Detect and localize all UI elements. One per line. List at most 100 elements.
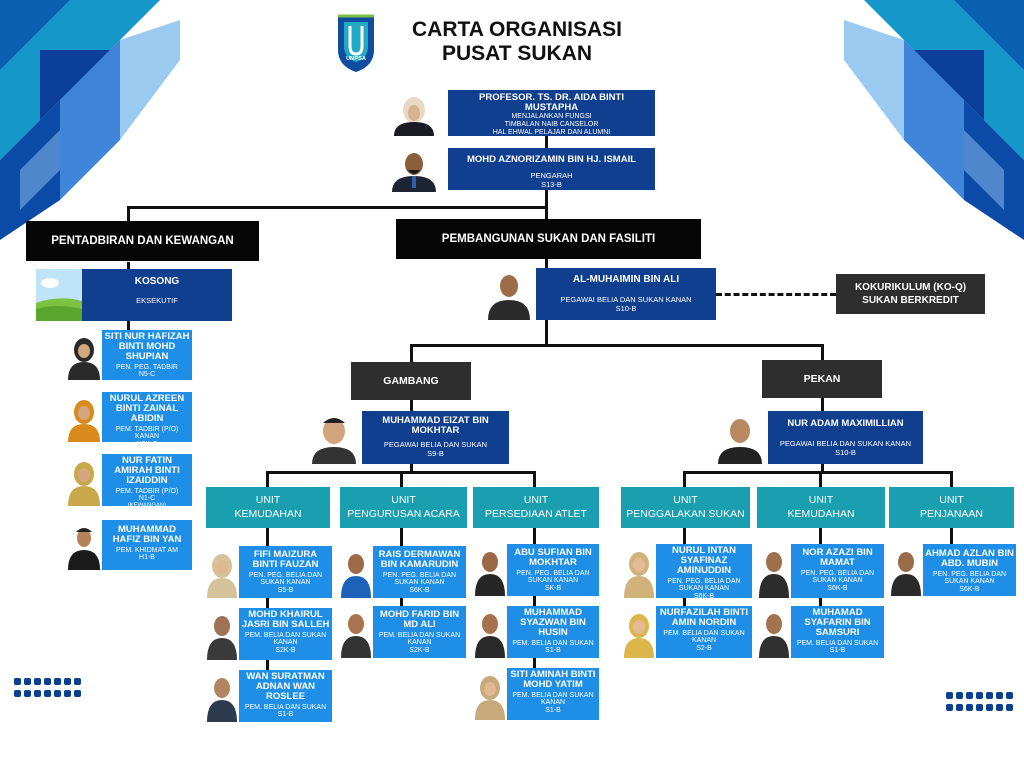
dashed-connector [716,293,836,296]
staff-photo [66,330,102,380]
unit-penggalakan-sukan: UNIT PENGGALAKAN SUKAN [621,487,750,528]
staff-position: PEM. TADBIR (P/O) [115,487,179,495]
connector [410,344,413,362]
staff-photo [473,668,507,720]
staff-name: SITI AMINAH BINTI MOHD YATIM [510,669,596,690]
connector [127,262,130,270]
vacant-position: EKSEKUTIF [136,296,178,305]
connector [821,344,824,360]
kokurikulum-line2: SUKAN BERKREDIT [862,295,959,306]
dev-head-grade: S10-B [615,304,637,313]
staff-name: NURUL AZREEN BINTI ZAINAL ABIDIN [109,393,185,424]
staff-name: RAIS DERMAWAN BIN KAMARUDIN [378,549,461,570]
pekan-head-name: NUR ADAM MAXIMILLIAN [787,418,904,429]
director-card: MOHD AZNORIZAMIN BIN HJ. ISMAIL PENGARAH… [448,148,655,190]
staff-photo [66,520,102,570]
connector [127,206,547,209]
unit-label-line1: UNIT [391,494,416,507]
staff-grade: N5-C [138,371,156,379]
staff-position: PEN. PEG. BELIA DAN SUKAN KANAN [932,570,1007,586]
staff-name: MOHD FARID BIN MD ALI [379,609,460,630]
staff-grade: S6K-B [693,592,715,600]
staff-name: MUHAMMAD SYAZWAN BIN HUSIN [520,607,586,638]
connector [533,471,536,487]
pekan-head-position: PEGAWAI BELIA DAN SUKAN KANAN [779,439,912,448]
staff-name: MUHAMAD SYAFARIN BIN SAMSURI [804,607,871,638]
staff-grade: S2-B [696,644,712,652]
staff-card: FIFI MAIZURA BINTI FAUZAN PEN. PEG. BELI… [239,546,332,598]
unit-label-line2: KEMUDAHAN [787,507,855,520]
dots-decoration-left [14,678,81,697]
unit-label-line1: UNIT [523,494,549,507]
staff-card: MUHAMMAD HAFIZ BIN YAN PEM. KHIDMAT AM H… [102,520,192,570]
connector [400,471,403,487]
connector [683,471,953,474]
staff-position: PEM. TADBIR (P/O) KANAN [115,425,179,441]
connector [545,320,548,346]
dean-role-line1: MENJALANKAN FUNGSI [511,113,592,120]
section-kokurikulum: KOKURIKULUM (KO-Q) SUKAN BERKREDIT [836,274,985,314]
connector [821,463,824,473]
unit-pekan-kemudahan: UNIT KEMUDAHAN [757,487,885,528]
section-development: PEMBANGUNAN SUKAN DAN FASILITI [396,219,701,259]
staff-photo [757,544,791,598]
staff-photo [205,546,239,598]
gambang-head-name: MUHAMMAD EIZAT BIN MOKHTAR [382,415,489,436]
staff-card: MUHAMAD SYAFARIN BIN SAMSURI PEM. BELIA … [791,606,884,658]
unit-label-line2: KEMUDAHAN [234,507,302,520]
staff-name: SITI NUR HAFIZAH BINTI MOHD SHUPIAN [104,331,190,362]
dev-head-card: AL-MUHAIMIN BIN ALI PEGAWAI BELIA DAN SU… [536,268,716,320]
staff-card: SITI AMINAH BINTI MOHD YATIM PEM. BELIA … [507,668,599,720]
staff-position: PEM. BELIA DAN SUKAN KANAN [378,631,461,647]
staff-grade: S1-B [277,711,294,719]
staff-name: ABU SUFIAN BIN MOKHTAR [514,547,592,568]
campus-pekan: PEKAN [762,360,882,398]
campus-gambang: GAMBANG [351,362,471,400]
connector [127,206,130,222]
vacant-executive-card: KOSONG EKSEKUTIF [82,269,232,321]
staff-grade: N1-C [138,495,156,503]
staff-photo [66,454,102,506]
staff-card: NUR FATIN AMIRAH BINTI IZAIDDIN PEM. TAD… [102,454,192,509]
corner-decoration-right [844,0,1024,240]
staff-grade: S2K-B [409,646,430,654]
staff-grade: S1-B [545,647,561,655]
staff-grade: N2K-C [136,440,158,448]
unit-label-line1: UNIT [808,494,834,507]
staff-name: WAN SURATMAN ADNAN WAN ROSLEE [246,671,325,702]
dean-role-line2: TIMBALAN NAIB CANSELOR [504,121,599,128]
staff-photo [622,544,656,598]
gambang-head-card: MUHAMMAD EIZAT BIN MOKHTAR PEGAWAI BELIA… [362,411,509,464]
logo-text: UMPSA [346,56,366,62]
staff-photo [205,670,239,722]
dean-role-line3: HAL EHWAL PELAJAR DAN ALUMNI [492,129,611,136]
staff-position: PEN. PEG. BELIA DAN SUKAN KANAN [667,577,741,593]
staff-position: PEN. PEG. BELIA DAN SUKAN KANAN [800,569,875,585]
connector [410,463,413,473]
unit-label-line2: PERSEDIAAN ATLET [485,507,587,520]
connector [545,190,548,208]
pekan-head-grade: S10-B [835,448,856,457]
unit-label-line2: PENJANAAN [919,507,983,520]
staff-card: MUHAMMAD SYAZWAN BIN HUSIN PEM. BELIA DA… [507,606,599,658]
director-photo [380,148,448,192]
page-title-line1: CARTA ORGANISASI [412,18,622,41]
staff-grade: S6K-B [409,586,430,594]
staff-grade: S1-B [829,647,846,655]
unit-pengurusan-acara: UNIT PENGURUSAN ACARA [340,487,467,528]
staff-name: AHMAD AZLAN BIN ABD. MUBIN [925,548,1014,569]
staff-position: PEM. BELIA DAN SUKAN KANAN [512,691,594,707]
connector [545,258,548,268]
page-title-line2: PUSAT SUKAN [441,42,593,65]
director-name: MOHD AZNORIZAMIN BIN HJ. ISMAIL [466,154,637,165]
staff-photo [622,606,656,658]
staff-card: WAN SURATMAN ADNAN WAN ROSLEE PEM. BELIA… [239,670,332,722]
staff-note: (PENTADBIRAN) [123,447,171,454]
unit-label-line1: UNIT [939,494,964,507]
campus-pekan-label: PEKAN [803,373,841,385]
director-grade: S13-B [541,180,562,189]
unit-label-line1: UNIT [673,494,698,507]
staff-position: PEM. BELIA DAN SUKAN KANAN [244,631,327,647]
connector [683,471,686,487]
dean-photo [380,90,448,136]
